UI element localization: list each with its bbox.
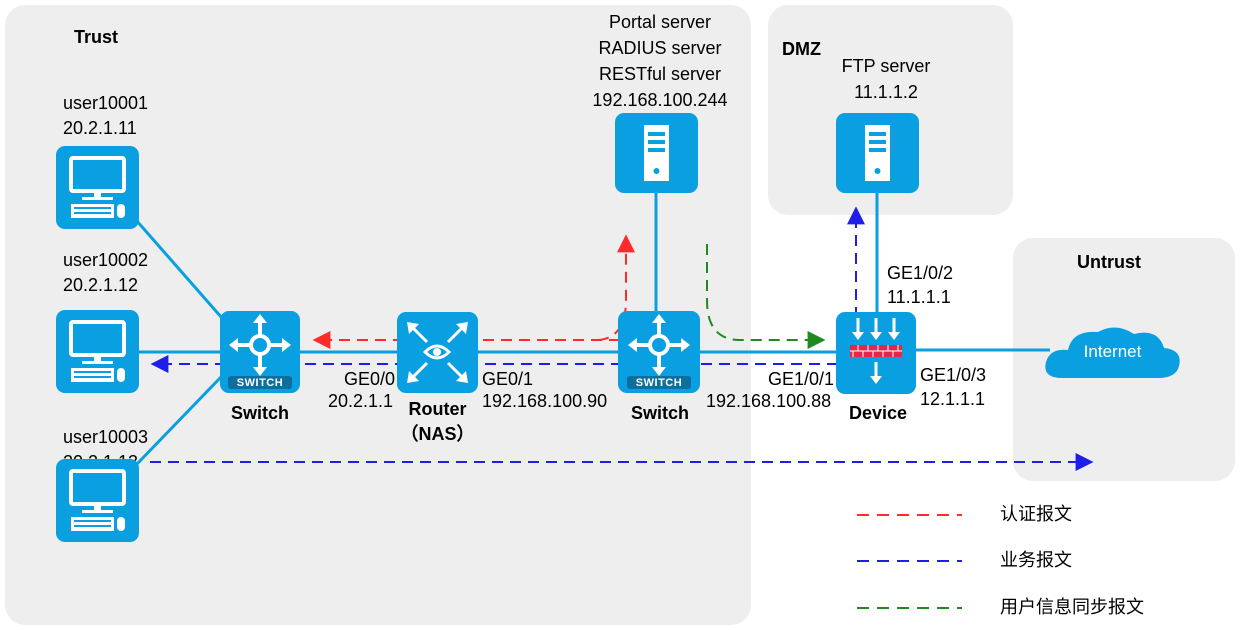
pc-icon bbox=[56, 459, 139, 542]
router-role: （NAS） bbox=[400, 424, 475, 444]
router-ip-right: 192.168.100.90 bbox=[482, 391, 608, 411]
router-if-left: GE0/0 bbox=[344, 369, 396, 389]
firewall-icon bbox=[836, 312, 916, 394]
device-if-right: GE1/0/3 bbox=[920, 365, 987, 385]
sync-flow-arrow bbox=[706, 244, 826, 349]
router-ip-left: 20.2.1.1 bbox=[328, 391, 394, 411]
device-if-left: GE1/0/1 bbox=[768, 369, 835, 389]
router-label: Router bbox=[408, 399, 467, 419]
device-label: Device bbox=[848, 403, 908, 423]
switch-caption: SWITCH bbox=[236, 377, 284, 389]
router-icon bbox=[397, 312, 478, 393]
user2-ip: 20.2.1.12 bbox=[63, 275, 139, 295]
ftp-server-icon bbox=[836, 113, 919, 193]
user1-ip: 20.2.1.11 bbox=[63, 118, 137, 138]
legend-label-auth: 认证报文 bbox=[1000, 504, 1072, 524]
link-pc1-switch bbox=[134, 219, 224, 319]
pc-icon bbox=[56, 146, 139, 229]
pc-icon bbox=[56, 310, 139, 393]
switch1-label: Switch bbox=[230, 403, 289, 423]
router-if-right: GE0/1 bbox=[482, 369, 534, 389]
internet-label: Internet bbox=[1083, 342, 1142, 361]
server-label-portal: Portal server bbox=[608, 12, 712, 32]
trust-label: Trust bbox=[74, 27, 119, 47]
device-if-top: GE1/0/2 bbox=[887, 263, 954, 283]
switch2-label: Switch bbox=[630, 403, 689, 423]
user3-name: user10003 bbox=[63, 427, 149, 447]
switch-caption: SWITCH bbox=[635, 377, 683, 389]
user1-name: user10001 bbox=[63, 93, 149, 113]
server-label-restful: RESTful server bbox=[598, 64, 722, 84]
untrust-label: Untrust bbox=[1077, 252, 1141, 272]
server-label-ip: 192.168.100.244 bbox=[592, 90, 728, 110]
device-ip-right: 12.1.1.1 bbox=[920, 389, 986, 409]
user2-name: user10002 bbox=[63, 250, 149, 270]
switch-icon: SWITCH bbox=[618, 311, 700, 393]
legend-label-sync: 用户信息同步报文 bbox=[1000, 597, 1144, 617]
switch-icon: SWITCH bbox=[220, 311, 300, 393]
dmz-label: DMZ bbox=[782, 39, 821, 59]
device-ip-left: 192.168.100.88 bbox=[706, 391, 832, 411]
legend-label-service: 业务报文 bbox=[1000, 550, 1072, 570]
link-pc3-switch bbox=[134, 374, 224, 467]
cloud-icon: Internet bbox=[1040, 320, 1185, 384]
ftp-server-label: FTP server bbox=[841, 56, 931, 76]
server-icon bbox=[615, 113, 698, 193]
server-label-radius: RADIUS server bbox=[598, 38, 722, 58]
device-ip-top: 11.1.1.1 bbox=[887, 287, 951, 307]
ftp-server-ip: 11.1.1.2 bbox=[854, 82, 918, 102]
